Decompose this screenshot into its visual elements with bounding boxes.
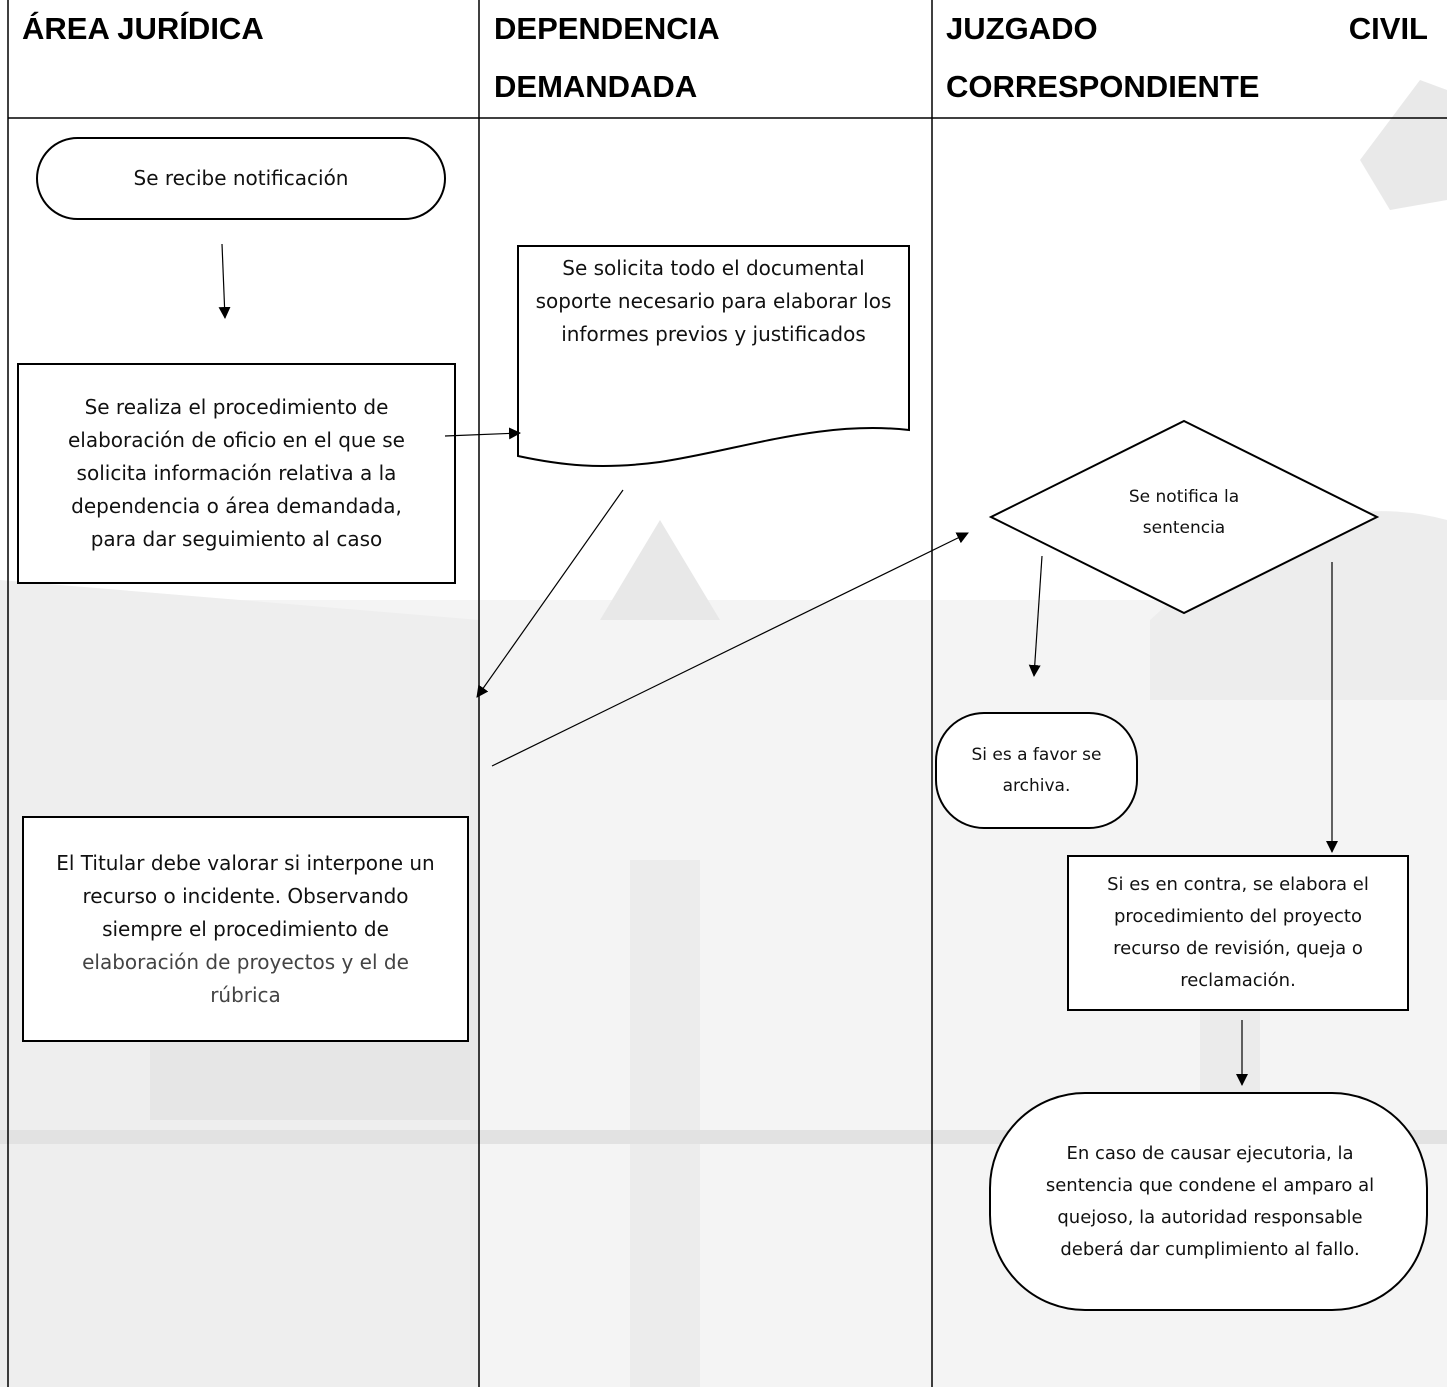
favor-terminator-shape — [935, 712, 1138, 829]
ejecutoria-node-text: En caso de causar ejecutoria, la sentenc… — [1045, 1142, 1375, 1260]
header-area-juridica: ÁREA JURÍDICA — [22, 0, 472, 118]
arrow-proceso-to-solicita — [444, 427, 521, 440]
contra-process-box-shape — [1067, 855, 1409, 1011]
titular-text-part1: El Titular debe valorar si interpone un … — [56, 850, 435, 941]
arrow-solicita-to-back — [476, 489, 624, 698]
process-box-shape — [17, 363, 456, 584]
header-dependencia-line2: DEMANDADA — [494, 69, 698, 104]
header-civil-label: CIVIL — [1348, 11, 1428, 46]
header-dependencia-demandada: DEPENDENCIA DEMANDADA — [494, 0, 924, 118]
decision-node-text: Se notifica la sentencia — [1128, 487, 1240, 538]
document-shape — [517, 245, 910, 467]
decision-diamond-shape — [988, 419, 1380, 615]
favor-node-text: Si es a favor se archiva. — [971, 744, 1102, 796]
start-node-text: Se recibe notificación — [133, 166, 349, 190]
process-node-text: Se realiza el procedimiento de elaboraci… — [67, 395, 405, 551]
titular-node-text: El Titular debe valorar si interpone un … — [23, 817, 468, 1041]
header-area-juridica-label: ÁREA JURÍDICA — [22, 11, 264, 46]
titular-text-part2: elaboración de proyectos y el de rúbrica — [82, 949, 409, 1007]
header-juzgado-label: JUZGADO — [946, 11, 1098, 46]
header-dependencia-line1: DEPENDENCIA — [494, 11, 720, 46]
ejecutoria-terminator-shape — [989, 1092, 1428, 1311]
titular-process-box-shape — [22, 816, 469, 1042]
arrow-decision-to-favor — [1028, 555, 1043, 677]
contra-node-text: Si es en contra, se elabora el procedimi… — [1107, 874, 1369, 991]
arrow-to-decision — [491, 532, 969, 767]
header-correspondiente-label: CORRESPONDIENTE — [946, 69, 1260, 104]
start-terminator-shape — [36, 137, 446, 220]
document-node-text: Se solicita todo el documental soporte n… — [535, 256, 892, 346]
arrow-recibe-to-proceso — [218, 243, 231, 319]
header-juzgado-civil: JUZGADO CIVIL CORRESPONDIENTE — [946, 0, 1428, 118]
